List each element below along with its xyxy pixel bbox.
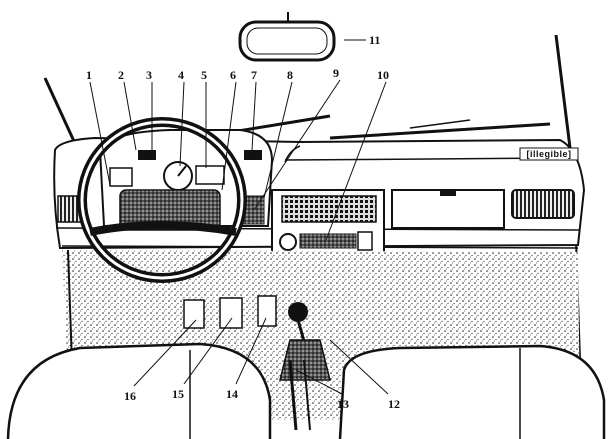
steering-wheel (77, 117, 247, 283)
callout-13: 13 (337, 397, 349, 411)
callout-7: 7 (251, 68, 257, 82)
callout-11: 11 (369, 33, 380, 47)
right-air-vent (511, 189, 575, 219)
callout-1: 1 (86, 68, 92, 82)
callout-5: 5 (201, 68, 207, 82)
callout-8: 8 (287, 68, 293, 82)
seats (6, 342, 606, 439)
callout-10: 10 (377, 68, 389, 82)
callout-3: 3 (146, 68, 152, 82)
rear-view-mirror (238, 12, 336, 62)
brand-plate-text: [illegible] (526, 149, 571, 159)
wipers (231, 114, 551, 140)
callout-labels: 1 2 3 4 5 6 7 8 9 10 11 12 13 14 15 16 (86, 33, 400, 411)
leader-lines (89, 39, 389, 395)
handbrake-lever (288, 359, 311, 431)
callout-6: 6 (230, 68, 236, 82)
callout-15: 15 (172, 387, 184, 401)
callout-12: 12 (388, 397, 400, 411)
callout-2: 2 (118, 68, 124, 82)
callout-16: 16 (124, 389, 136, 403)
callout-4: 4 (178, 68, 184, 82)
brand-plate: [illegible] (519, 147, 579, 161)
pedals (183, 295, 277, 329)
steering-column (119, 189, 221, 231)
callout-14: 14 (226, 387, 238, 401)
glove-box (391, 189, 505, 229)
callout-9: 9 (333, 66, 339, 80)
